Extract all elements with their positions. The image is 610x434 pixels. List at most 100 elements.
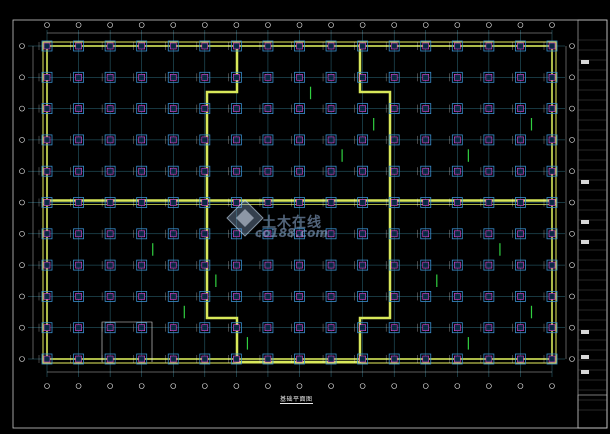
column-stub: [75, 136, 82, 144]
footing-pad: [230, 322, 242, 334]
column-stub: [264, 74, 272, 81]
footing-pad: [73, 259, 84, 271]
footing-pad: [41, 103, 53, 114]
footing-pad: [388, 134, 400, 146]
footing-pad: [230, 290, 242, 302]
axis-bubble-top: [107, 22, 113, 28]
footing-pad: [515, 71, 526, 83]
footing-pad: [167, 40, 179, 52]
column-stub: [233, 355, 240, 363]
column-stub: [327, 42, 335, 50]
footing-pad: [546, 71, 558, 83]
footing-pad: [388, 322, 400, 334]
footing-pad: [357, 71, 369, 83]
column-stub: [454, 105, 461, 112]
title-block-text: [581, 330, 589, 334]
axis-bubble-bottom: [549, 383, 555, 389]
footing-pad: [388, 290, 400, 302]
footing-pad: [41, 322, 53, 334]
footing-pad: [546, 228, 558, 240]
footing-pad: [167, 165, 179, 177]
column-stub: [201, 136, 209, 144]
footing-pad: [325, 290, 337, 302]
axis-bubble-top: [296, 22, 303, 28]
footing-pad: [483, 103, 495, 114]
axis-bubble-bottom: [517, 383, 524, 389]
column-stub: [454, 293, 461, 300]
footing-pad: [483, 259, 495, 271]
footing-pad: [420, 353, 432, 365]
column-stub: [106, 230, 114, 238]
axis-bubble-bottom: [202, 383, 208, 389]
axis-bubble-left: [19, 43, 25, 49]
footing-pad: [73, 290, 84, 302]
footing-pad: [136, 103, 148, 114]
column-stub: [138, 105, 145, 112]
footing-pad: [262, 259, 274, 271]
column-stub: [296, 74, 303, 81]
column-stub: [517, 136, 524, 144]
footing-pad: [451, 134, 463, 146]
axis-bubble-top: [233, 22, 240, 28]
column-stub: [43, 230, 51, 238]
footing-pad: [167, 71, 179, 83]
footing-pad: [167, 259, 179, 271]
footing-pad: [41, 197, 53, 208]
title-block-text: [581, 60, 589, 64]
footing-pad: [41, 40, 53, 52]
footing-pad: [325, 40, 337, 52]
column-stub: [75, 355, 82, 363]
footing-pad: [546, 134, 558, 146]
footing-pad: [483, 165, 495, 177]
footing-pad: [104, 353, 116, 365]
column-stub: [548, 293, 556, 300]
footing-pad: [546, 165, 558, 177]
column-stub: [454, 42, 461, 50]
column-stub: [517, 42, 524, 50]
column-stub: [548, 136, 556, 144]
column-stub: [264, 167, 272, 175]
column-stub: [201, 105, 209, 112]
column-stub: [233, 230, 240, 238]
axis-bubble-bottom: [296, 383, 303, 389]
footing-pad: [136, 322, 148, 334]
axis-bubble-bottom: [328, 383, 334, 389]
column-stub: [169, 355, 177, 363]
axis-bubble-bottom: [75, 383, 82, 389]
column-stub: [169, 261, 177, 269]
column-stub: [485, 230, 493, 238]
column-stub: [517, 74, 524, 81]
footing-pad: [357, 134, 369, 146]
footing-pad: [388, 40, 400, 52]
axis-bubble-top: [44, 22, 50, 28]
column-stub: [548, 324, 556, 332]
footing-pad: [41, 290, 53, 302]
column-stub: [422, 74, 430, 81]
column-stub: [454, 74, 461, 81]
footing-pad: [262, 228, 274, 240]
footing-pad: [136, 134, 148, 146]
column-stub: [233, 167, 240, 175]
column-stub: [201, 230, 209, 238]
footing-pad: [262, 322, 274, 334]
column-stub: [390, 324, 398, 332]
footing-pad: [294, 165, 305, 177]
column-stub: [390, 230, 398, 238]
axis-bubble-right: [569, 43, 575, 49]
footing-pad: [104, 103, 116, 114]
column-stub: [390, 293, 398, 300]
column-stub: [138, 136, 145, 144]
footing-pad: [294, 259, 305, 271]
axis-bubble-bottom: [391, 383, 397, 389]
footing-pad: [136, 165, 148, 177]
footing-pad: [262, 165, 274, 177]
column-stub: [327, 261, 335, 269]
column-stub: [43, 199, 51, 206]
column-stub: [264, 42, 272, 50]
column-stub: [233, 42, 240, 50]
footing-pad: [136, 197, 148, 208]
footing-pad: [325, 228, 337, 240]
column-stub: [264, 199, 272, 206]
footing-pad: [199, 103, 211, 114]
